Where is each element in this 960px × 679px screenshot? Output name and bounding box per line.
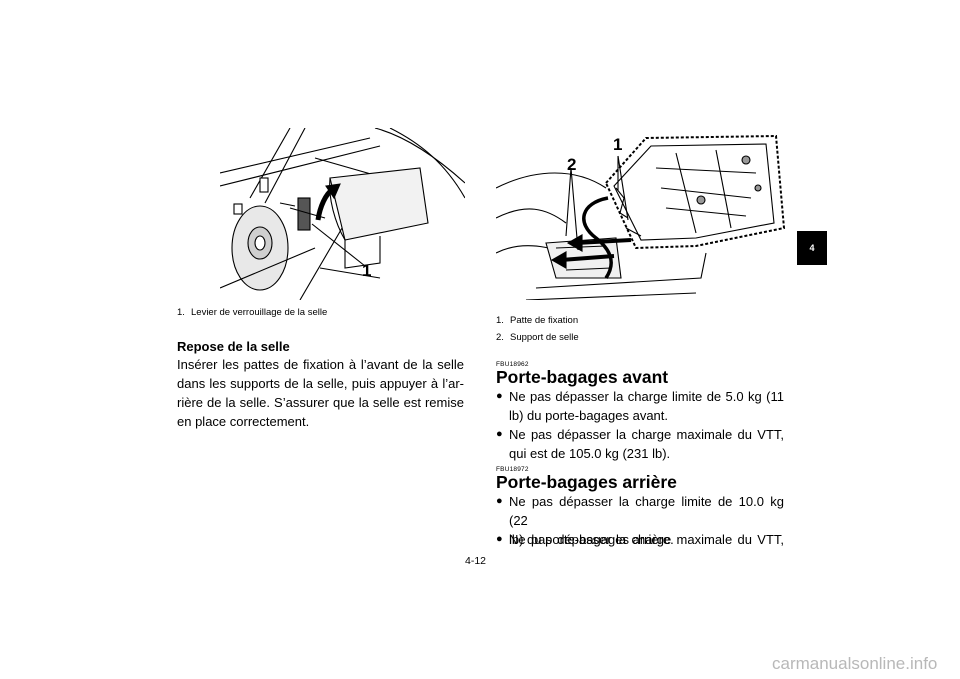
section-title-rear-carrier: Porte-bagages arrière [496,472,677,492]
seat-install-paragraph: Insérer les pattes de fixation à l’avant… [177,355,464,431]
bullet-line: Ne pas dépasser la charge limite de 5.0 … [509,389,784,404]
caption-text: Support de selle [510,332,579,343]
caption-number: 2. [496,332,504,343]
caption-text: Levier de verrouillage de la selle [191,307,328,318]
seat-mount-illustration: 1 2 [496,128,786,300]
bullet-icon: ● [496,495,503,507]
bullet-line: lb) du porte-bagages avant. [509,408,668,423]
bullet-icon: ● [496,428,503,440]
section-code: FBU18962 [496,361,529,368]
paragraph-line: rière de la selle. S’assurer que la sell… [177,395,464,410]
bullet-line: Ne pas dépasser la charge maximale du VT… [509,427,784,442]
seat-lock-lever-illustration: 1 [220,128,465,300]
figure-caption: 1. Patte de fixation [496,312,578,329]
figure-callout-1: 1 [613,135,623,154]
bullet-line: qui est de 105.0 kg (231 lb). [509,446,671,461]
bullet-line: lb) du porte-bagages arrière. [509,532,674,547]
caption-number: 1. [496,315,504,326]
list-item: ● Ne pas dépasser la charge maximale du … [496,530,784,549]
list-item: ● Ne pas dépasser la charge limite de 5.… [496,387,784,425]
list-item: ● Ne pas dépasser la charge limite de 10… [496,492,784,547]
bullet-line: Ne pas dépasser la charge maximale du VT… [509,532,784,547]
list-item: ● Ne pas dépasser la charge maximale du … [496,425,784,463]
section-code: FBU18972 [496,466,529,473]
page-number: 4-12 [465,555,487,567]
section-title-front-carrier: Porte-bagages avant [496,367,669,387]
caption-text: Patte de fixation [510,315,579,326]
figure-callout-1: 1 [362,261,372,280]
figure-caption: 1. Levier de verrouillage de la selle [177,304,327,321]
figure-caption: 2. Support de selle [496,329,579,346]
watermark: carmanualsonline.info [772,654,938,673]
paragraph-line: dans les supports de la selle, puis appu… [177,376,464,391]
section-title-seat-install: Repose de la selle [177,339,290,354]
figure-callout-2: 2 [567,155,577,174]
paragraph-line: en place correctement. [177,414,310,429]
bullet-icon: ● [496,533,503,545]
bullet-line: Ne pas dépasser la charge limite de 10.0… [509,494,784,528]
chapter-tab: 4 [797,231,827,265]
bullet-icon: ● [496,390,503,402]
paragraph-line: Insérer les pattes de fixation à l’avant… [177,357,464,372]
caption-number: 1. [177,307,185,318]
